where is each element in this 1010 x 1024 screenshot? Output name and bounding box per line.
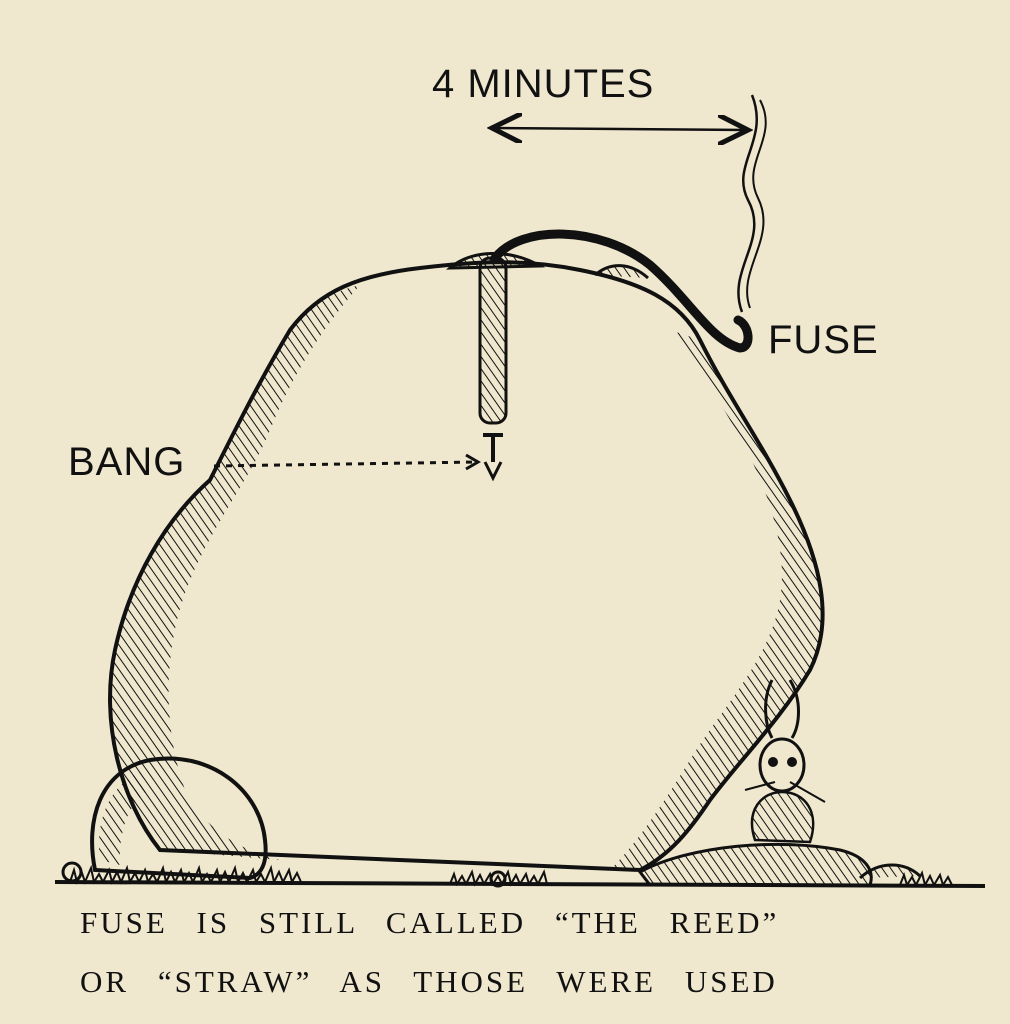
duration-arrow xyxy=(492,128,748,130)
rock xyxy=(108,260,825,873)
low-rock-right xyxy=(637,842,922,887)
smoke-icon xyxy=(737,94,767,313)
caption-line-2: OR “STRAW” AS THOSE WERE USED xyxy=(80,964,778,999)
fuse-label: FUSE xyxy=(768,318,879,362)
duration-label: 4 MINUTES xyxy=(432,62,655,106)
bang-pointer xyxy=(213,453,481,471)
caption-line-1: FUSE IS STILL CALLED “THE REED” xyxy=(80,905,780,940)
bang-label: BANG xyxy=(68,440,186,484)
ground xyxy=(54,861,986,888)
charge-hole xyxy=(445,251,546,482)
fuse xyxy=(490,229,753,353)
rabbit-icon xyxy=(744,679,826,844)
